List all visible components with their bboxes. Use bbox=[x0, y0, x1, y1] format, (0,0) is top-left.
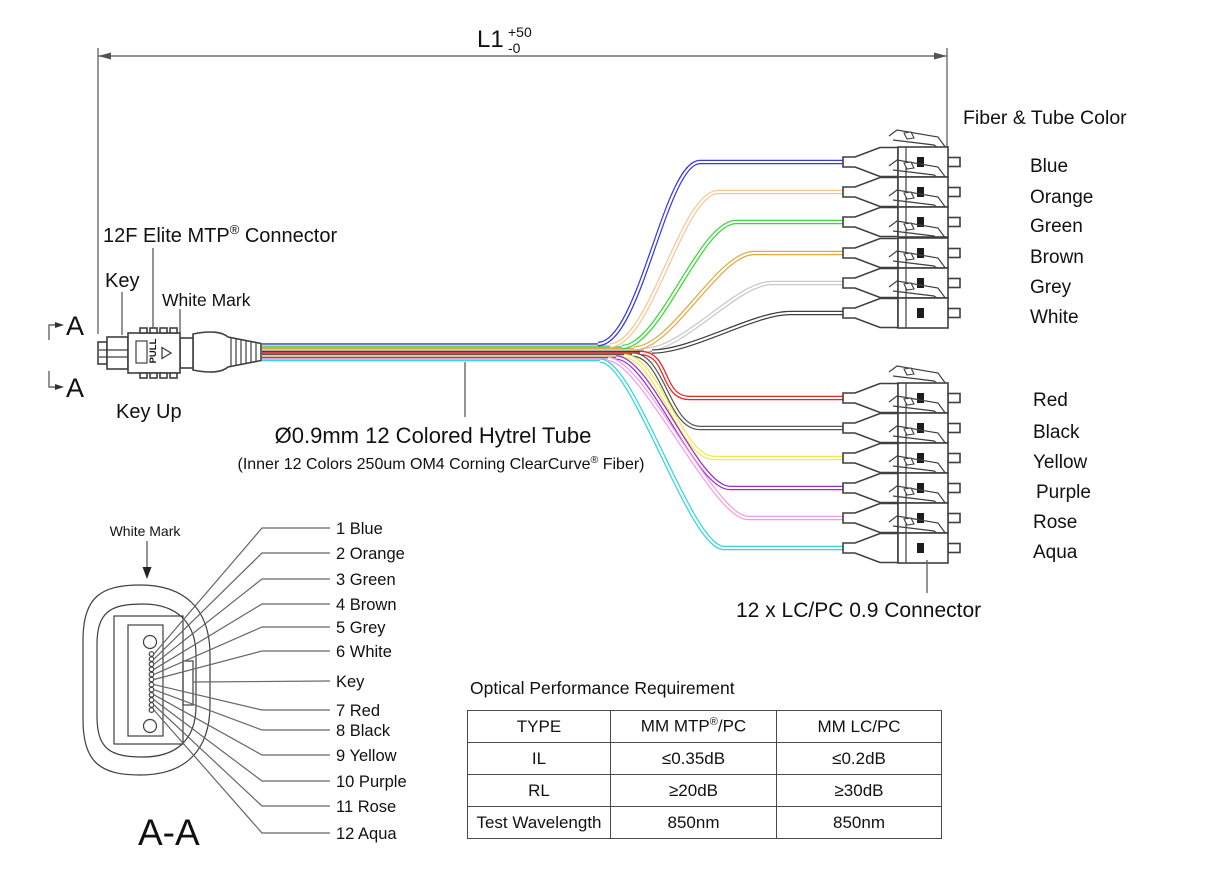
fiber-color-labels: Blue Orange Green Brown Grey White Red B… bbox=[1030, 156, 1093, 563]
svg-text:Rose: Rose bbox=[1033, 512, 1077, 533]
svg-text:7 Red: 7 Red bbox=[336, 702, 380, 720]
header-type: TYPE bbox=[467, 710, 611, 743]
section-marker-top: A bbox=[48, 311, 84, 341]
callout-leaders bbox=[121, 248, 181, 335]
mtp-connector: PULL bbox=[97, 327, 262, 379]
svg-text:6 White: 6 White bbox=[336, 643, 392, 661]
header-mtp: MM MTP®/PC bbox=[610, 710, 777, 743]
white-mark-label: White Mark bbox=[162, 290, 251, 310]
optical-performance-section: Optical Performance Requirement TYPE MM … bbox=[467, 678, 942, 839]
svg-text:Black: Black bbox=[1033, 422, 1080, 443]
cable-red bbox=[639, 350, 845, 401]
aa-cross-section: White Mark bbox=[82, 520, 407, 853]
mtp-pull-arrow bbox=[161, 346, 173, 360]
dimension-tol-plus: +50 bbox=[508, 24, 532, 40]
svg-text:Grey: Grey bbox=[1030, 277, 1072, 298]
section-marker-bottom: A bbox=[48, 371, 84, 403]
lc-connectors bbox=[842, 129, 961, 564]
svg-text:Key: Key bbox=[336, 673, 365, 691]
svg-text:Blue: Blue bbox=[1030, 156, 1068, 177]
table-row-rl: RL ≥20dB ≥30dB bbox=[467, 774, 942, 807]
aa-title: A-A bbox=[138, 812, 200, 853]
tube-subtitle: (Inner 12 Colors 250um OM4 Corning Clear… bbox=[237, 454, 644, 473]
fanout-cables bbox=[597, 159, 845, 551]
svg-text:3 Green: 3 Green bbox=[336, 571, 396, 589]
aa-leaders bbox=[153, 527, 331, 834]
svg-text:4 Brown: 4 Brown bbox=[336, 596, 397, 614]
aa-fiber-holes bbox=[148, 651, 155, 713]
aa-white-mark-label: White Mark bbox=[110, 523, 182, 539]
cable-rose bbox=[607, 356, 845, 521]
svg-text:8 Black: 8 Black bbox=[336, 722, 391, 740]
svg-text:9 Yellow: 9 Yellow bbox=[336, 747, 397, 765]
dim-arrow-left bbox=[98, 52, 111, 60]
ribbon-cable bbox=[262, 343, 658, 362]
table-header-row: TYPE MM MTP®/PC MM LC/PC bbox=[467, 710, 942, 743]
svg-text:Yellow: Yellow bbox=[1033, 452, 1088, 473]
svg-text:11 Rose: 11 Rose bbox=[336, 798, 396, 816]
svg-text:12 Aqua: 12 Aqua bbox=[336, 825, 397, 843]
svg-text:Purple: Purple bbox=[1036, 482, 1091, 503]
svg-text:Orange: Orange bbox=[1030, 187, 1093, 208]
header-lc: MM LC/PC bbox=[776, 710, 942, 743]
tube-title: Ø0.9mm 12 Colored Hytrel Tube bbox=[275, 423, 592, 448]
table-row-il: IL ≤0.35dB ≤0.2dB bbox=[467, 742, 942, 775]
mtp-connector-label: 12F Elite MTP® Connector bbox=[103, 222, 337, 247]
fiber-tube-color-heading: Fiber & Tube Color bbox=[963, 107, 1127, 129]
dimension-label: L1 bbox=[477, 26, 504, 53]
optical-performance-table: TYPE MM MTP®/PC MM LC/PC IL ≤0.35dB ≤0.2… bbox=[467, 710, 942, 839]
mtp-pull-label: PULL bbox=[148, 338, 159, 363]
svg-text:Red: Red bbox=[1033, 390, 1068, 411]
table-title: Optical Performance Requirement bbox=[470, 678, 735, 698]
svg-text:Brown: Brown bbox=[1030, 247, 1084, 268]
dimension-l1: L1 +50 -0 bbox=[97, 24, 948, 334]
svg-text:10 Purple: 10 Purple bbox=[336, 773, 407, 791]
svg-text:Green: Green bbox=[1030, 216, 1083, 237]
svg-text:2 Orange: 2 Orange bbox=[336, 545, 405, 563]
table-row-wavelength: Test Wavelength 850nm 850nm bbox=[467, 806, 942, 839]
key-label: Key bbox=[105, 270, 139, 292]
svg-text:White: White bbox=[1030, 307, 1079, 328]
svg-text:1 Blue: 1 Blue bbox=[336, 520, 383, 538]
svg-text:5 Grey: 5 Grey bbox=[336, 619, 386, 637]
mtp-ferrule-tip bbox=[97, 341, 108, 365]
svg-text:A: A bbox=[66, 311, 84, 341]
lc-connector-label: 12 x LC/PC 0.9 Connector bbox=[736, 599, 981, 622]
dim-arrow-right bbox=[934, 52, 947, 60]
aa-key-feature bbox=[182, 660, 194, 706]
mtp-ferrule bbox=[106, 336, 129, 370]
dimension-tol-minus: -0 bbox=[508, 40, 521, 56]
aa-labels: 1 Blue 2 Orange 3 Green 4 Brown 5 Grey 6… bbox=[336, 520, 407, 843]
key-up-label: Key Up bbox=[116, 401, 182, 423]
svg-text:A: A bbox=[66, 373, 84, 403]
svg-text:Aqua: Aqua bbox=[1033, 542, 1078, 563]
